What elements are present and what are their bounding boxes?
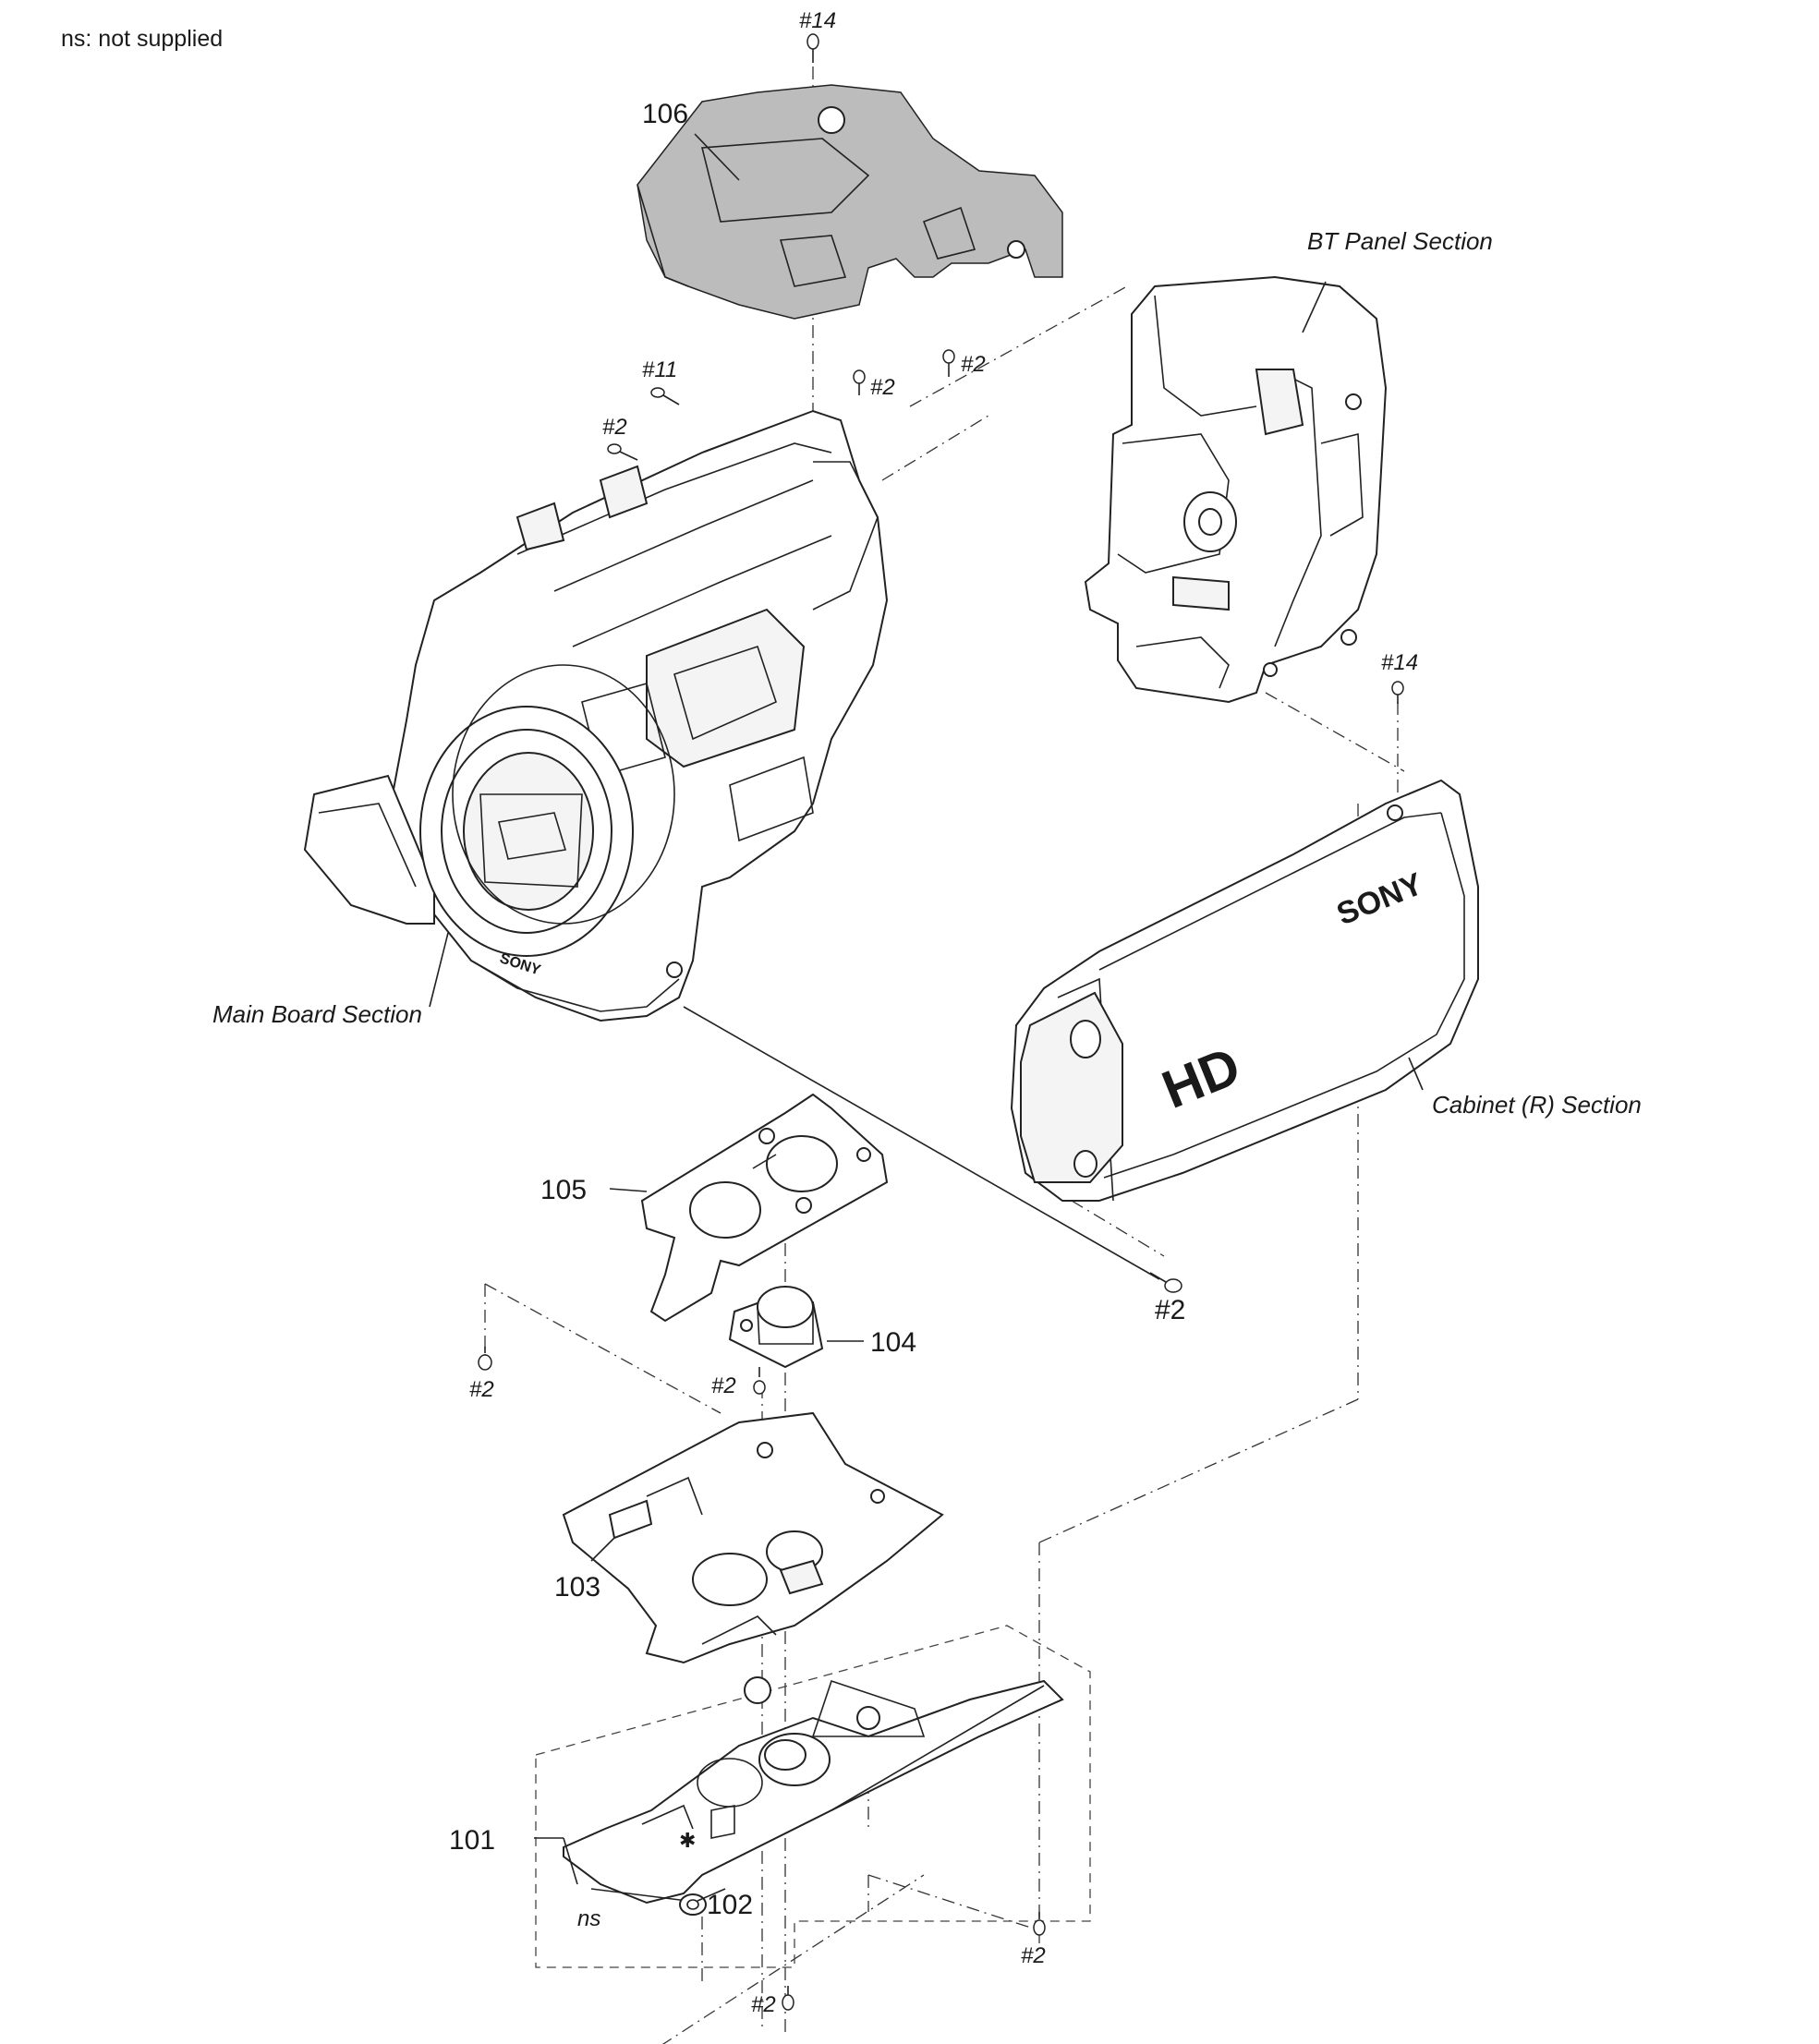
part-106-top-cover (637, 84, 1063, 320)
cabinet-r-section: SONY HD (1010, 779, 1479, 1202)
screw-bottom-right-2 (1033, 1912, 1046, 1936)
screw-11 (650, 387, 680, 405)
part-103-plate (562, 1411, 944, 1664)
bt-panel-section (1084, 275, 1388, 704)
label-screw-cabinet-2: #2 (1155, 1295, 1185, 1325)
part-104-component (728, 1286, 824, 1369)
screw-bottom-2 (782, 1986, 794, 2011)
screw-left-2 (478, 1347, 492, 1371)
screw-cabinet-2 (1149, 1272, 1182, 1293)
label-104: 104 (870, 1327, 916, 1358)
part-101-asterisk: ✱ (679, 1829, 696, 1852)
label-101: 101 (449, 1825, 495, 1856)
label-screw-bottom-right-2: #2 (1021, 1943, 1046, 1968)
label-main-board-section: Main Board Section (212, 1000, 422, 1028)
label-105: 105 (540, 1175, 587, 1205)
label-102: 102 (707, 1890, 753, 1920)
part-105-plate (640, 1093, 889, 1323)
note-text: ns: not supplied (61, 26, 223, 52)
label-screw-right-14: #14 (1381, 650, 1418, 675)
screw-under-104 (753, 1367, 766, 1395)
label-screw-2-mid: #2 (870, 375, 895, 400)
label-ns: ns (577, 1906, 600, 1931)
label-screw-top-14: #14 (799, 8, 836, 33)
screw-2-mid (853, 369, 866, 395)
label-screw-2-left: #2 (602, 415, 627, 440)
labels: ns: not supplied 106 105 104 103 101 102… (61, 8, 1642, 2017)
label-cabinet-r-section: Cabinet (R) Section (1432, 1091, 1642, 1119)
label-screw-under-104: #2 (711, 1373, 736, 1398)
screw-top-14 (806, 33, 819, 63)
label-106: 106 (642, 99, 688, 129)
label-bt-panel-section: BT Panel Section (1307, 227, 1493, 255)
part-101-board: ✱ (535, 1625, 1091, 1968)
leader-lines (429, 133, 1424, 1902)
screw-right-14 (1391, 681, 1404, 704)
label-screw-11: #11 (642, 357, 677, 382)
screw-2-left (607, 443, 638, 461)
main-board-section: SONY (303, 409, 889, 1022)
label-screw-bottom-2: #2 (751, 1992, 776, 2017)
label-103: 103 (554, 1572, 600, 1603)
part-102-component (679, 1893, 707, 1916)
label-screw-2-right: #2 (961, 352, 986, 377)
label-screw-left-2: #2 (469, 1377, 494, 1402)
screw-2-right (942, 349, 955, 377)
body-screws (607, 349, 955, 461)
